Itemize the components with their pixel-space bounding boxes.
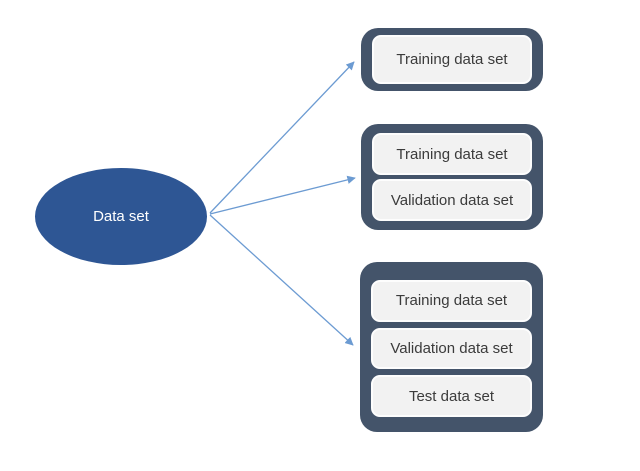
training-set-box: Training data set bbox=[371, 280, 532, 322]
split-group-three-way: Training data set Validation data set Te… bbox=[360, 262, 543, 432]
split-group-single: Training data set bbox=[361, 28, 543, 91]
training-set-box: Training data set bbox=[372, 35, 532, 84]
test-set-box: Test data set bbox=[371, 375, 532, 418]
training-set-label: Training data set bbox=[396, 51, 508, 68]
validation-set-label: Validation data set bbox=[390, 340, 513, 357]
training-set-label: Training data set bbox=[396, 145, 508, 163]
data-set-ellipse: Data set bbox=[35, 168, 207, 265]
data-set-label: Data set bbox=[93, 208, 149, 225]
validation-set-box: Validation data set bbox=[372, 179, 532, 221]
arrow-to-single-split bbox=[209, 61, 355, 214]
validation-set-box: Validation data set bbox=[371, 327, 532, 370]
arrow-to-three-way-split bbox=[209, 214, 354, 346]
training-set-label: Training data set bbox=[395, 292, 508, 310]
test-set-label: Test data set bbox=[408, 387, 495, 405]
training-set-box: Training data set bbox=[372, 133, 532, 175]
validation-set-label: Validation data set bbox=[390, 191, 514, 209]
arrow-to-two-way-split bbox=[209, 175, 356, 215]
split-group-two-way: Training data set Validation data set bbox=[361, 124, 543, 230]
